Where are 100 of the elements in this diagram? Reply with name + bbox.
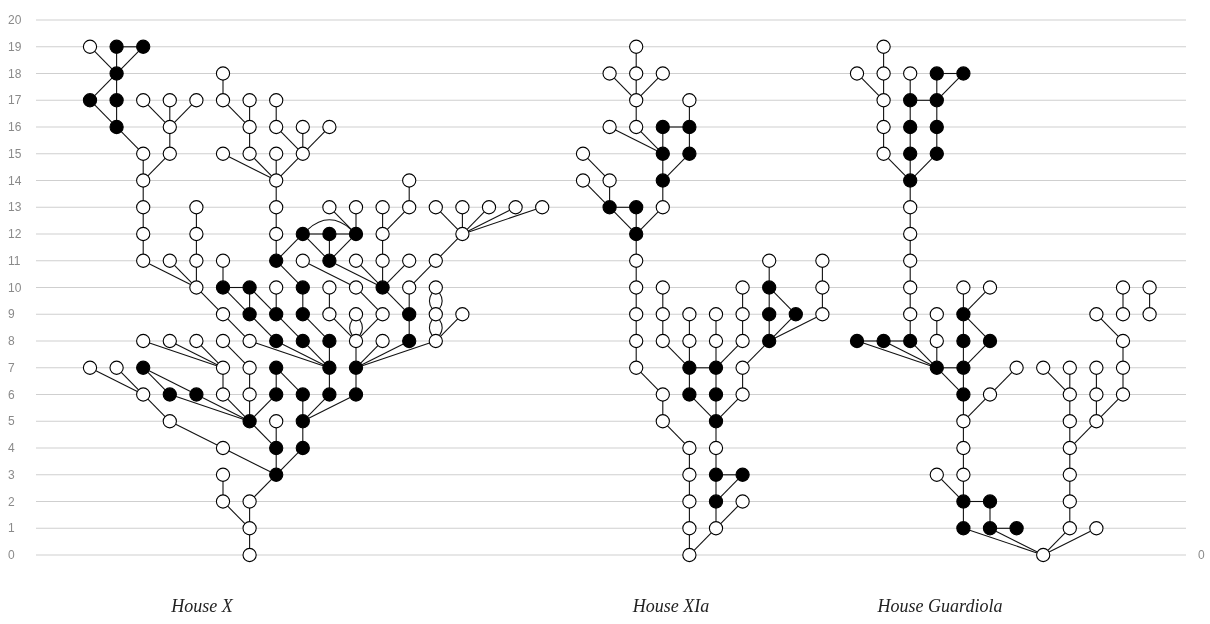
filled-node-circle	[348, 360, 364, 375]
node-circle	[655, 333, 670, 349]
connector-line	[720, 505, 739, 525]
node-circle	[1089, 387, 1104, 402]
filled-node-circle	[982, 521, 998, 536]
connector-line	[967, 398, 986, 418]
node-circle	[1009, 360, 1024, 375]
connector-line	[280, 318, 299, 337]
node-circle	[629, 253, 644, 268]
connector-line	[940, 478, 960, 498]
node-circle	[982, 387, 998, 402]
node-circle	[708, 440, 724, 456]
filled-node-circle	[402, 307, 417, 322]
filled-node-circle	[929, 119, 944, 135]
node-circle	[876, 39, 891, 54]
connector-line	[989, 507, 991, 523]
connector-line	[222, 373, 224, 389]
axis-tick-label: 6	[8, 387, 15, 402]
node-circle	[428, 200, 443, 215]
connector-line	[467, 209, 511, 232]
connector-line	[1047, 371, 1066, 391]
node-circle	[956, 414, 971, 429]
connector-line	[222, 480, 224, 496]
connector-line	[715, 427, 717, 442]
connector-line	[255, 342, 324, 367]
filled-node-circle	[295, 387, 310, 402]
node-circle	[428, 333, 443, 349]
connector-line	[94, 50, 113, 70]
node-circle	[1142, 307, 1157, 322]
connector-line	[693, 398, 712, 418]
node-circle	[1089, 521, 1104, 536]
connector-line	[200, 345, 219, 364]
connector-line	[1122, 373, 1124, 389]
filled-node-circle	[849, 333, 865, 349]
connector-line	[360, 264, 379, 284]
filled-node-circle	[295, 440, 310, 456]
node-circle	[903, 253, 918, 268]
axis-tick-label: 10	[8, 280, 22, 295]
connector-line	[863, 340, 878, 342]
node-circle	[929, 307, 944, 322]
node-circle	[375, 253, 390, 268]
connector-line	[360, 345, 379, 364]
connector-line	[253, 318, 273, 337]
connector-line	[940, 77, 960, 97]
node-circle	[242, 494, 257, 509]
connector-line	[253, 291, 273, 311]
connector-line	[308, 263, 351, 286]
node-circle	[682, 547, 697, 563]
connector-line	[333, 238, 352, 257]
node-circle	[876, 66, 891, 81]
filled-node-circle	[682, 146, 697, 161]
connector-line	[306, 238, 326, 257]
node-circle	[215, 494, 231, 509]
connector-line	[94, 77, 113, 97]
node-circle	[575, 146, 591, 161]
node-circle	[322, 119, 337, 135]
connector-line	[940, 371, 960, 391]
node-circle	[655, 307, 670, 322]
filled-node-circle	[903, 119, 918, 135]
connector-line	[1073, 425, 1093, 444]
node-circle	[1115, 307, 1131, 322]
node-circle	[903, 200, 918, 215]
node-circle	[708, 307, 724, 322]
node-circle	[876, 119, 891, 135]
node-circle	[629, 66, 644, 81]
filled-node-circle	[929, 146, 944, 161]
node-circle	[575, 173, 591, 188]
node-circle	[375, 333, 390, 349]
filled-node-circle	[322, 253, 337, 268]
connector-line	[173, 264, 193, 284]
filled-node-circle	[109, 66, 124, 81]
node-circle	[956, 467, 971, 482]
connector-line	[360, 318, 379, 337]
connector-line	[227, 104, 246, 123]
connector-line	[280, 238, 299, 257]
node-circle	[269, 146, 284, 161]
axis-tick-label: 20	[8, 13, 22, 27]
filled-node-circle	[655, 146, 670, 161]
node-circle	[242, 387, 257, 402]
node-circle	[162, 146, 177, 161]
node-circle	[215, 146, 231, 161]
connector-line	[715, 347, 717, 362]
house-caption: House X	[171, 595, 233, 617]
node-circle	[162, 414, 177, 429]
connector-line	[281, 343, 325, 366]
node-circle	[929, 467, 944, 482]
node-circle	[162, 253, 177, 268]
node-circle	[735, 333, 750, 349]
connector-line	[969, 529, 1038, 554]
connector-line	[439, 318, 459, 337]
connector-line	[306, 398, 326, 418]
node-circle	[682, 333, 697, 349]
connector-line	[438, 292, 443, 310]
filled-node-circle	[322, 360, 337, 375]
connector-line	[253, 398, 273, 418]
node-circle	[402, 173, 417, 188]
node-circle	[735, 387, 750, 402]
connector-line	[967, 318, 986, 337]
connector-line	[307, 219, 352, 231]
connector-line	[720, 478, 739, 498]
